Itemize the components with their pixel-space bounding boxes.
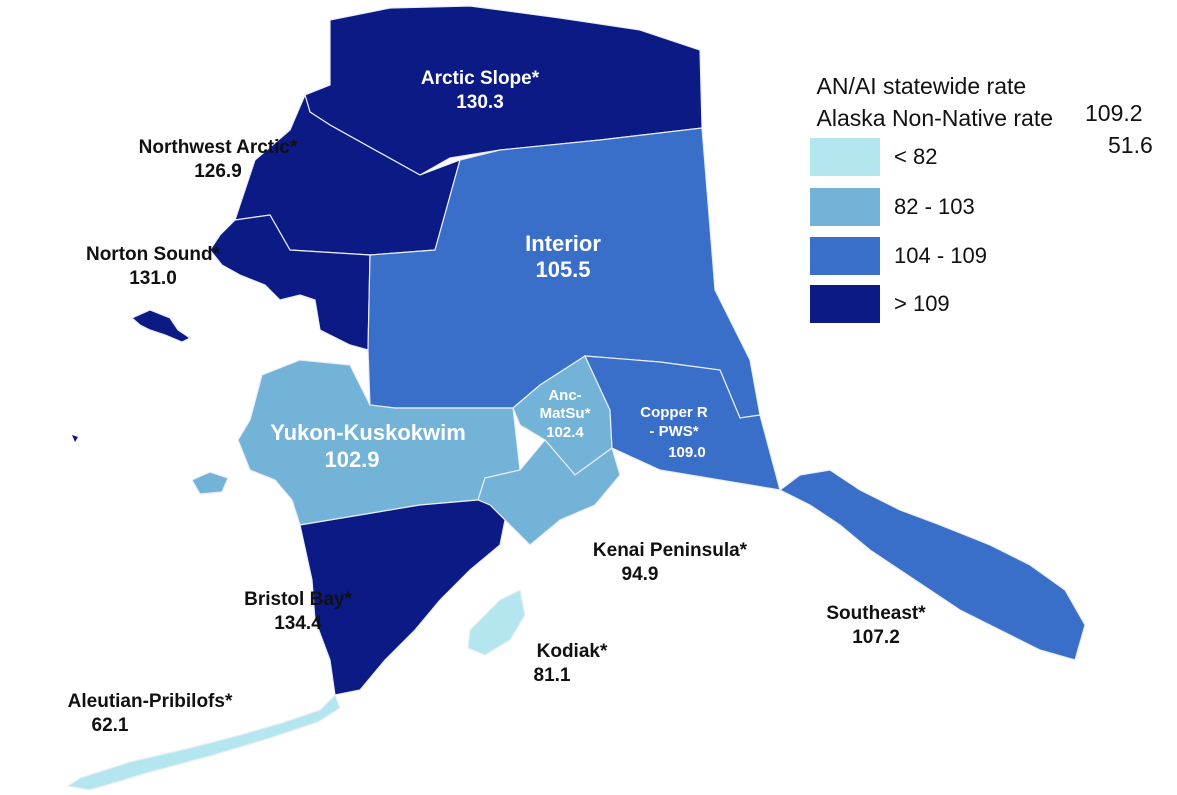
region-norton-sound xyxy=(209,214,371,351)
bristol-bay-rate: 134.4 xyxy=(274,613,322,634)
copper-river-rate: 109.0 xyxy=(668,444,706,461)
kodiak-rate: 81.1 xyxy=(534,665,571,686)
region-aleutian-pribilofs xyxy=(66,693,341,791)
yukon-kuskokwim-rate: 102.9 xyxy=(324,447,379,472)
legend-label: 104 - 109 xyxy=(894,243,987,268)
nonnative-rate-label: Alaska Non-Native rate xyxy=(816,105,1054,131)
anc-matsu-label-1: Anc- xyxy=(548,387,581,404)
region-labels: Arctic Slope* 130.3 Northwest Arctic* 12… xyxy=(68,68,927,736)
arctic-slope-label: Arctic Slope* xyxy=(421,68,540,89)
statewide-rate-label: AN/AI statewide rate xyxy=(816,73,1027,99)
legend-swatch xyxy=(810,138,880,176)
kenai-label: Kenai Peninsula* xyxy=(593,540,748,561)
yukon-kuskokwim-label: Yukon-Kuskokwim xyxy=(270,420,466,445)
legend-item: > 109 xyxy=(810,285,950,323)
yk-island xyxy=(191,471,229,495)
legend-swatch xyxy=(810,285,880,323)
nonnative-rate: Alaska Non-Native rate 51.6 xyxy=(805,78,1153,159)
statewide-rate: AN/AI statewide rate 109.2 xyxy=(805,46,1143,127)
kodiak-label: Kodiak* xyxy=(537,641,608,662)
anc-matsu-rate: 102.4 xyxy=(546,424,584,441)
southeast-rate: 107.2 xyxy=(852,627,900,648)
legend-swatch xyxy=(810,188,880,226)
interior-label: Interior xyxy=(525,231,601,256)
region-southeast xyxy=(778,469,1086,661)
legend-item: < 82 xyxy=(810,138,937,176)
legend-item: 104 - 109 xyxy=(810,237,987,275)
arctic-slope-rate: 130.3 xyxy=(456,92,504,113)
legend-label: > 109 xyxy=(894,291,950,316)
region-bristol-bay xyxy=(299,499,506,696)
northwest-arctic-label: Northwest Arctic* xyxy=(139,137,298,158)
anc-matsu-label-2: MatSu* xyxy=(540,405,591,422)
southeast-label: Southeast* xyxy=(826,603,926,624)
aleutian-label: Aleutian-Pribilofs* xyxy=(68,691,233,712)
legend-label: 82 - 103 xyxy=(894,194,975,219)
legend-swatch xyxy=(810,237,880,275)
norton-island xyxy=(130,309,192,343)
norton-sound-rate: 131.0 xyxy=(129,268,177,289)
bristol-bay-label: Bristol Bay* xyxy=(244,589,352,610)
aleutian-rate: 62.1 xyxy=(92,715,129,736)
region-kodiak xyxy=(467,589,526,656)
legend-label: < 82 xyxy=(894,144,938,169)
nonnative-rate-value: 51.6 xyxy=(1108,132,1153,158)
legend-item: 82 - 103 xyxy=(810,188,975,226)
interior-rate: 105.5 xyxy=(535,257,590,282)
statewide-rate-value: 109.2 xyxy=(1085,100,1143,126)
island-speck xyxy=(72,435,78,442)
norton-sound-label: Norton Sound* xyxy=(86,244,221,265)
kenai-rate: 94.9 xyxy=(622,564,659,585)
northwest-arctic-rate: 126.9 xyxy=(194,161,242,182)
copper-river-label-1: Copper R xyxy=(640,404,708,421)
copper-river-label-2: - PWS* xyxy=(649,423,698,440)
